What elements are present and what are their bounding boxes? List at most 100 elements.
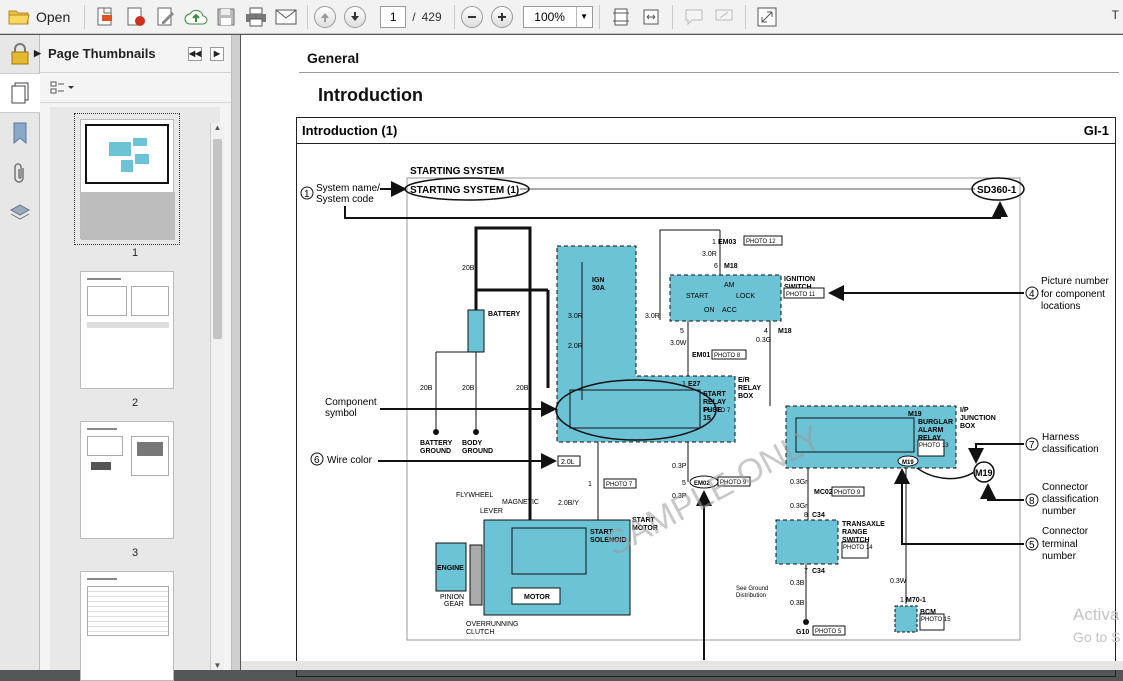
lock-button[interactable] <box>0 35 40 73</box>
svg-text:BATTERY: BATTERY <box>488 311 521 318</box>
create-pdf-button[interactable] <box>93 4 119 30</box>
box-header: Introduction (1) GI-1 <box>297 118 1115 144</box>
watermark-line-1: Activa <box>1073 605 1120 624</box>
svg-text:RELAY: RELAY <box>738 385 761 392</box>
bookmarks-tab[interactable] <box>0 113 40 153</box>
thumbnail-page-2[interactable] <box>80 271 174 389</box>
export-pdf-button[interactable] <box>123 4 149 30</box>
next-page-button[interactable] <box>344 5 367 28</box>
upload-button[interactable] <box>183 4 209 30</box>
svg-text:0.3Gr: 0.3Gr <box>790 479 808 486</box>
callout-1-number <box>300 186 314 200</box>
svg-text:ENGINE: ENGINE <box>437 565 464 572</box>
zoom-out-button[interactable] <box>460 5 483 28</box>
svg-text:E/R: E/R <box>738 377 750 384</box>
svg-text:PINION: PINION <box>440 594 464 601</box>
svg-text:PHOTO 8: PHOTO 8 <box>714 353 741 359</box>
toolbar-separator <box>307 4 309 29</box>
tools-toggle[interactable]: T <box>1111 8 1119 22</box>
previous-page-button[interactable] <box>314 5 337 28</box>
sign-button[interactable] <box>711 4 737 30</box>
svg-text:GROUND: GROUND <box>420 448 451 455</box>
svg-text:ON: ON <box>704 307 715 314</box>
ip-junction-box <box>785 405 957 469</box>
svg-text:RANGE: RANGE <box>842 529 868 536</box>
thumbnail-page-3[interactable] <box>80 421 174 539</box>
minus-icon <box>467 15 476 18</box>
svg-text:8: 8 <box>804 512 808 519</box>
callout-6-number <box>310 452 324 466</box>
fit-width-icon <box>643 9 659 24</box>
open-button[interactable]: Open <box>2 4 76 30</box>
edit-pdf-button[interactable] <box>153 4 179 30</box>
zoom-in-button[interactable] <box>490 5 513 28</box>
svg-text:BODY: BODY <box>462 440 483 447</box>
attachments-tab[interactable] <box>0 153 40 193</box>
zoom-select[interactable]: 100% ▼ <box>522 5 593 28</box>
svg-text:MOTOR: MOTOR <box>632 525 658 532</box>
scroll-down-arrow[interactable]: ▼ <box>213 661 222 670</box>
er-relay-box <box>556 245 736 443</box>
svg-text:PHOTO 7: PHOTO 7 <box>606 482 633 488</box>
box-code: GI-1 <box>1083 123 1109 138</box>
svg-text:Distribution: Distribution <box>736 593 766 599</box>
page-total: 429 <box>421 9 442 24</box>
svg-text:See Ground: See Ground <box>736 586 768 592</box>
callout-4-number <box>1025 286 1039 300</box>
page-thumbnails-tab[interactable] <box>0 73 40 113</box>
thumbnail-page-4[interactable] <box>80 571 174 681</box>
save-button[interactable] <box>213 4 239 30</box>
svg-text:15: 15 <box>703 415 711 422</box>
svg-text:4: 4 <box>1029 289 1035 300</box>
callout-5-text: terminal <box>1042 539 1078 550</box>
watermark-line-2: Go to S <box>1073 629 1121 645</box>
activation-watermark: Activa Go to S <box>1073 604 1120 648</box>
svg-text:PHOTO 9: PHOTO 9 <box>720 480 747 486</box>
paperclip-icon <box>14 163 24 183</box>
expand-panel-arrow[interactable]: ▶ <box>34 48 41 58</box>
thumbnail-scrollbar[interactable]: ▲ ▼ <box>210 123 224 670</box>
fit-width-button[interactable] <box>638 4 664 30</box>
svg-text:2.0B/Y: 2.0B/Y <box>558 500 579 507</box>
page-number-input[interactable]: 1 <box>380 5 407 28</box>
panel-title: Page Thumbnails <box>48 46 156 61</box>
svg-text:2.0L: 2.0L <box>561 459 575 466</box>
panel-splitter[interactable] <box>232 35 240 670</box>
horizontal-scrollbar[interactable] <box>241 661 1123 670</box>
thumbnail-options-button[interactable] <box>40 73 231 103</box>
next-panel-button[interactable]: ▶ <box>210 47 224 61</box>
svg-text:BOX: BOX <box>738 393 754 400</box>
envelope-icon <box>275 9 297 24</box>
thumbnail-page-1[interactable] <box>80 119 175 240</box>
svg-text:2.0R: 2.0R <box>568 343 583 350</box>
fullscreen-button[interactable] <box>754 4 780 30</box>
email-button[interactable] <box>273 4 299 30</box>
print-button[interactable] <box>243 4 269 30</box>
svg-text:1: 1 <box>588 481 592 488</box>
svg-text:PHOTO 7: PHOTO 7 <box>704 408 731 414</box>
svg-text:SWITCH: SWITCH <box>842 537 870 544</box>
thumbnail-label: 2 <box>131 397 139 409</box>
scroll-thumb[interactable] <box>213 139 222 339</box>
svg-text:BATTERY: BATTERY <box>420 440 453 447</box>
toolbar-separator <box>671 4 673 29</box>
scroll-up-arrow[interactable]: ▲ <box>213 123 222 132</box>
comment-button[interactable] <box>681 4 707 30</box>
collapse-panel-button[interactable]: ◀◀ <box>188 47 202 61</box>
toolbar-separator <box>744 4 746 29</box>
arrow-down-icon <box>351 11 360 21</box>
callout-8-text: Connector <box>1042 482 1089 493</box>
box-title: Introduction (1) <box>302 123 398 138</box>
layers-tab[interactable] <box>0 193 40 233</box>
svg-text:6: 6 <box>314 455 320 466</box>
svg-text:PHOTO 13: PHOTO 13 <box>919 443 949 449</box>
svg-text:AM: AM <box>724 282 735 289</box>
callout-7-text: Harness <box>1042 432 1079 443</box>
svg-text:ALARM: ALARM <box>918 427 943 434</box>
thumbnail-selected-frame <box>74 113 180 245</box>
callout-component-text: Component <box>325 397 377 408</box>
cloud-upload-icon <box>184 9 208 24</box>
document-page: General Introduction Introduction (1) GI… <box>241 35 1123 677</box>
svg-text:START: START <box>632 517 656 524</box>
fit-page-button[interactable] <box>608 4 634 30</box>
